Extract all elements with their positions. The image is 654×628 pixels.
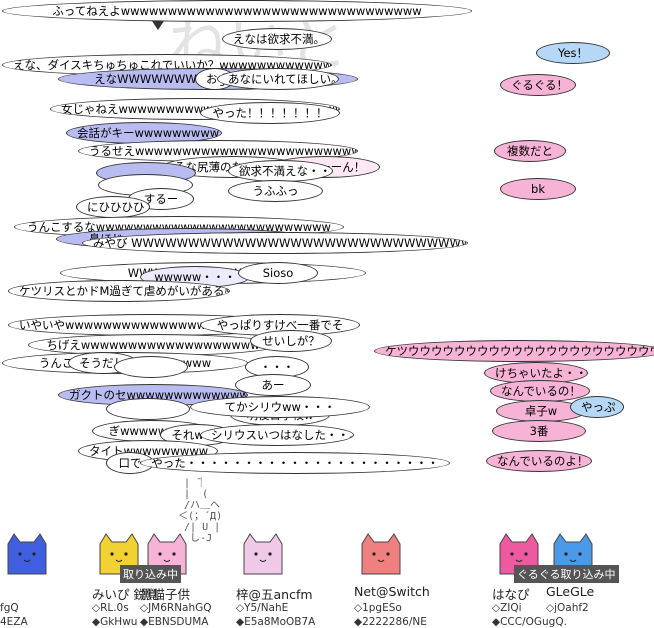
character-name: Net@Switch xyxy=(354,584,430,599)
character-trip: ◇RL.0s xyxy=(92,602,129,614)
character-name: 黒猫子供 xyxy=(140,587,191,602)
character-id: ◆EBNSDUMA xyxy=(140,616,209,628)
speech-bubble: せいしが？ xyxy=(250,330,332,352)
speech-bubble: 卓子w xyxy=(496,400,586,422)
character-trip: ◇Y5/NahE xyxy=(236,602,289,614)
character-name: はなぴ xyxy=(492,587,530,602)
speech-bubble: みやび WWWWWWWWWWWWWWWWWWWWWWWWWWWWWW xyxy=(82,232,468,254)
ascii-art-character: | ̄｜ | ( /ハ＿ヘ ＜(；´Д) /| U | し-J xyxy=(178,478,223,544)
character-name: 梓@五ancfm xyxy=(236,587,313,602)
speech-bubble: やった！！！！！！！ xyxy=(200,102,340,124)
cat-avatar-icon[interactable] xyxy=(546,530,600,576)
speech-bubble: にひひひひ xyxy=(76,196,150,218)
speech-bubble: 複数だと xyxy=(494,140,566,162)
cat-avatar-icon[interactable] xyxy=(354,530,408,576)
character-name: みいぴ 鋭覚 xyxy=(92,587,159,602)
speech-bubble: やっぷ xyxy=(570,396,624,418)
character-id: ◆2222286/NE xyxy=(354,616,427,628)
speech-bubble: あなにいれてほしい。 xyxy=(217,68,339,90)
character-id: ◆E5a8MoOB7A xyxy=(236,616,316,628)
speech-bubble: シリウスいつはなした・・。。 xyxy=(200,424,354,446)
speech-bubble: やっぱりすけべ一番でそ xyxy=(200,314,360,336)
character-trip: ◇JM6RNahGQ xyxy=(140,602,212,614)
speech-bubble: 3番 xyxy=(492,420,586,442)
character-id: ◆GkHwu xyxy=(92,616,138,628)
busy-status-tag: 取り込み中 xyxy=(120,565,181,583)
speech-bubble xyxy=(114,356,188,378)
speech-bubble: うふふっ xyxy=(228,180,323,202)
character-name: GLeGLe xyxy=(546,584,595,599)
character-trip: ◇1pgESo xyxy=(354,602,402,614)
speech-bubble: 欲求不満えな・・・ xyxy=(228,160,333,182)
speech-bubble: なんでいるの！ xyxy=(490,380,590,402)
character-trip: ◇ZIQi xyxy=(492,602,522,614)
character-id: ◆CCC/OGugQ. xyxy=(492,616,567,628)
speech-bubble: けちゃいたよ・・・ xyxy=(484,362,588,384)
character-row: fgQ 4EZA みいぴ 鋭覚◇RL.0s ◆GkHwu 黒猫子供◇JM6RNahGQ ◆… xyxy=(0,518,654,628)
speech-bubble: てかシリウww・・・ xyxy=(190,396,370,418)
character-trip: ◇jOahf2 xyxy=(546,602,589,614)
speech-bubble: bk xyxy=(500,178,576,200)
speech-bubble: Sioso xyxy=(238,262,318,284)
speech-bubble: ケツウウウウウウウウウウウウウウウウウウウウウウウウウウウウ xyxy=(374,340,654,362)
speech-bubble: ふってねえよwwwwwwwwwwwwwwwwwwwwwwwwwwwwwwww xyxy=(2,0,472,22)
speech-bubble: ケツリスとかドM過ぎて虐めがいがある感じ xyxy=(8,280,230,302)
speech-bubble: 口で xyxy=(106,452,154,474)
speech-bubble: なんでいるのよ！ xyxy=(486,450,592,472)
busy-status-tag: ぐるぐる取り込み中 xyxy=(514,565,619,583)
speech-bubble xyxy=(106,398,190,420)
speech-bubble: ぐるぐる！ xyxy=(500,74,576,96)
cat-avatar-icon[interactable] xyxy=(92,530,146,576)
speech-bubble: Yes！ xyxy=(536,42,610,64)
cat-avatar-icon[interactable] xyxy=(0,530,54,576)
speech-bubble: えなは欲求不満。 xyxy=(222,28,332,50)
speech-bubble: するー xyxy=(128,188,194,210)
speech-bubble: やった・・・・・・・・・・・・・・・・・・・・・・ xyxy=(140,452,450,474)
speech-bubble-pointer xyxy=(152,21,164,30)
cat-avatar-icon[interactable] xyxy=(140,530,194,576)
cat-avatar-icon[interactable] xyxy=(492,530,546,576)
character-id: 4EZA xyxy=(0,616,28,628)
character-trip: fgQ xyxy=(0,602,19,614)
cat-avatar-icon[interactable] xyxy=(236,530,290,576)
